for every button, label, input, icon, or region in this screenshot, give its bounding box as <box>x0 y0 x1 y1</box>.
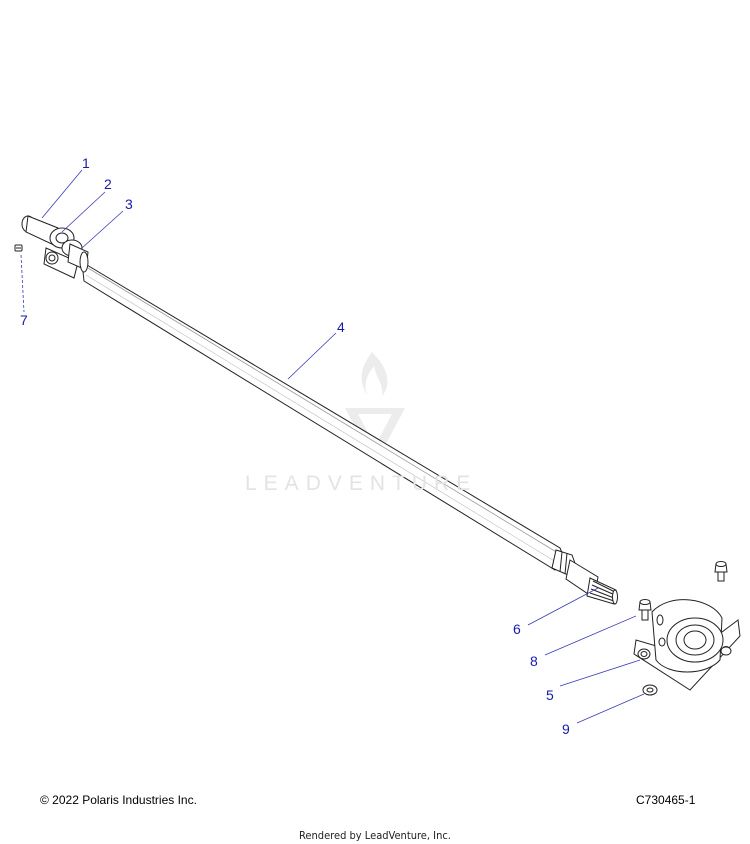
callout-1: 1 <box>82 155 90 171</box>
callout-3: 3 <box>125 196 133 212</box>
splined-shaft-end <box>551 549 618 605</box>
callout-5: 5 <box>546 687 554 703</box>
watermark-logo-icon <box>345 352 405 455</box>
part-number: C730465-1 <box>636 793 696 807</box>
watermark-text: LEADVENTURE <box>245 472 478 495</box>
flange-nut <box>642 646 732 696</box>
driveshaft-tube <box>81 261 567 571</box>
callout-8: 8 <box>530 653 538 669</box>
callout-7: 7 <box>20 312 28 328</box>
carrier-bearing <box>633 599 741 691</box>
copyright-text: © 2022 Polaris Industries Inc. <box>40 793 197 807</box>
flange-bolt <box>638 561 728 621</box>
grease-fitting <box>14 244 23 252</box>
rendered-by-text: Rendered by LeadVenture, Inc. <box>299 829 451 842</box>
callout-2: 2 <box>104 176 112 192</box>
callout-leader-lines <box>20 169 645 724</box>
callout-4: 4 <box>337 319 345 335</box>
universal-joint-assembly <box>21 215 89 279</box>
callout-6: 6 <box>513 621 521 637</box>
callout-9: 9 <box>562 721 570 737</box>
